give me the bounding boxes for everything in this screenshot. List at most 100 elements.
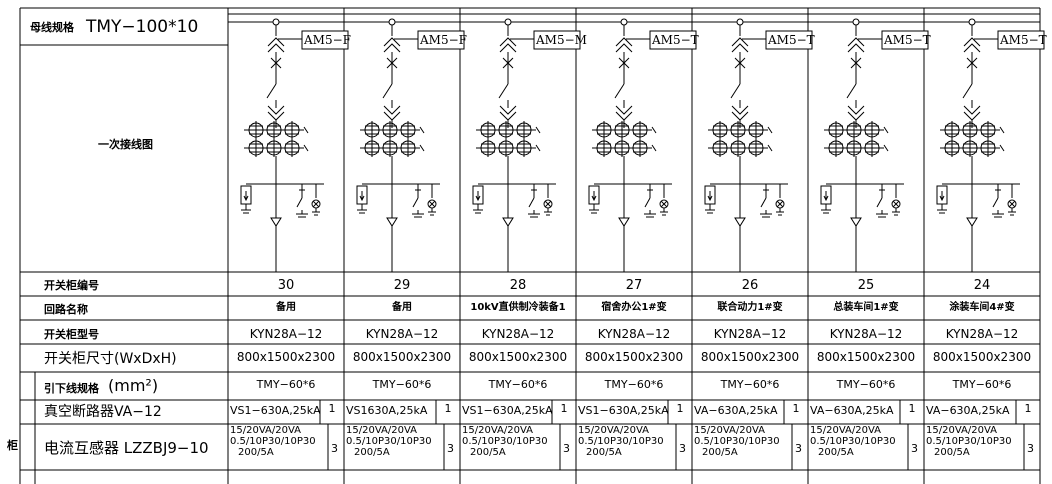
cabinet-no: 28 — [509, 278, 527, 293]
ct-spec-line: 200/5A — [238, 446, 274, 458]
cabinet-no: 26 — [741, 278, 759, 293]
breaker-qty: 1 — [444, 402, 452, 415]
cabinet-model: KYN28A−12 — [945, 327, 1019, 341]
ct-spec-line: 0.5/10P30/10P30 — [578, 435, 664, 447]
cabinet-size: 800x1500x2300 — [816, 350, 916, 364]
ct-spec-line: 200/5A — [702, 446, 738, 458]
ct-spec-line: 0.5/10P30/10P30 — [230, 435, 316, 447]
busbar-label: 母线规格 — [30, 21, 74, 34]
breaker-row-label: 真空断路器VA−12 — [44, 404, 162, 420]
lead-spec: TMY−60*6 — [604, 378, 664, 391]
panel-4-single-line-diagram — [588, 18, 697, 272]
cabinet-no: 29 — [393, 278, 411, 293]
lead-spec: TMY−60*6 — [720, 378, 780, 391]
breaker-model: VA−630A,25kA — [694, 404, 778, 417]
breaker-qty: 1 — [792, 402, 800, 415]
ct-spec-line: 15/20VA/20VA — [230, 425, 301, 436]
panel-3-single-line-diagram — [472, 18, 581, 272]
cabinet-size: 800x1500x2300 — [584, 350, 684, 364]
cabinet-size: 800x1500x2300 — [352, 350, 452, 364]
cabinet-no: 27 — [625, 278, 643, 293]
lead-spec: TMY−60*6 — [372, 378, 432, 391]
ct-spec-line: 15/20VA/20VA — [926, 425, 997, 436]
cabinet-model: KYN28A−12 — [249, 327, 323, 341]
ct-spec-line: 0.5/10P30/10P30 — [694, 435, 780, 447]
ct-spec-line: 200/5A — [586, 446, 622, 458]
panel-5-single-line-diagram — [704, 18, 813, 272]
ct-spec-line: 15/20VA/20VA — [578, 425, 649, 436]
breaker-model: VA−630A,25kA — [810, 404, 894, 417]
circuit-name: 涂装车间4#变 — [949, 302, 1015, 313]
cabinet-model: KYN28A−12 — [365, 327, 439, 341]
cabinet-size: 800x1500x2300 — [468, 350, 568, 364]
cabinet-model: KYN28A−12 — [481, 327, 555, 341]
ct-qty: 3 — [447, 442, 454, 455]
lead-spec: TMY−60*6 — [836, 378, 896, 391]
cabinet-model: KYN28A−12 — [597, 327, 671, 341]
cabinet-no: 25 — [857, 278, 875, 293]
busbar-value: TMY−100*10 — [86, 17, 199, 37]
panel-tag: AM5−T — [1000, 33, 1047, 47]
cabinet-no: 24 — [973, 278, 991, 293]
ct-qty: 3 — [331, 442, 338, 455]
cabinet-model: KYN28A−12 — [829, 327, 903, 341]
ct-spec-line: 0.5/10P30/10P30 — [926, 435, 1012, 447]
ct-spec-line: 200/5A — [354, 446, 390, 458]
ct-spec-line: 15/20VA/20VA — [810, 425, 881, 436]
breaker-model: VS1−630A,25kA — [578, 404, 669, 417]
ct-spec-line: 15/20VA/20VA — [694, 425, 765, 436]
ct-qty: 3 — [563, 442, 570, 455]
circuit-name-row-label: 回路名称 — [44, 303, 88, 316]
circuit-name: 备用 — [276, 302, 296, 313]
ct-spec-line: 200/5A — [818, 446, 854, 458]
ct-qty: 3 — [911, 442, 918, 455]
panel-tag: AM5−M — [536, 33, 587, 47]
lead-spec: TMY−60*6 — [256, 378, 316, 391]
breaker-model: VS1630A,25kA — [346, 404, 428, 417]
ct-spec-line: 200/5A — [470, 446, 506, 458]
breaker-model: VA−630A,25kA — [926, 404, 1010, 417]
cabinet-no: 30 — [277, 278, 295, 293]
lead-unit-label: (mm²) — [108, 376, 159, 395]
ct-qty: 3 — [1027, 442, 1034, 455]
ct-spec-line: 15/20VA/20VA — [346, 425, 417, 436]
breaker-qty: 1 — [908, 402, 916, 415]
circuit-name: 联合动力1#变 — [717, 302, 783, 313]
lead-spec-row-label: 引下线规格 — [44, 382, 99, 395]
cabinet-size: 800x1500x2300 — [700, 350, 800, 364]
breaker-model: VS1−630A,25kA — [230, 404, 321, 417]
cabinet-model-row-label: 开关柜型号 — [44, 328, 99, 341]
panel-tag: AM5−T — [652, 33, 699, 47]
panel-tag: AM5−T — [768, 33, 815, 47]
panel-7-single-line-diagram — [936, 18, 1045, 272]
ct-spec-line: 15/20VA/20VA — [462, 425, 533, 436]
panel-1-single-line-diagram — [240, 18, 349, 272]
ct-spec-line: 0.5/10P30/10P30 — [810, 435, 896, 447]
breaker-qty: 1 — [1024, 402, 1032, 415]
panel-2-single-line-diagram — [356, 18, 465, 272]
circuit-name: 总装车间1#变 — [833, 302, 899, 313]
ct-spec-line: 200/5A — [934, 446, 970, 458]
panel-6-single-line-diagram — [820, 18, 929, 272]
breaker-model: VS1−630A,25kA — [462, 404, 553, 417]
breaker-qty: 1 — [560, 402, 568, 415]
cabinet-size: 800x1500x2300 — [932, 350, 1032, 364]
cabinet-size: 800x1500x2300 — [236, 350, 336, 364]
panel-tag: AM5−T — [884, 33, 931, 47]
ct-qty: 3 — [795, 442, 802, 455]
ct-spec-line: 0.5/10P30/10P30 — [462, 435, 548, 447]
panel-tag: AM5−F — [304, 33, 351, 47]
ct-row-label: 电流互感器 LZZBJ9−10 — [44, 439, 209, 457]
lead-spec: TMY−60*6 — [488, 378, 548, 391]
panel-tag: AM5−F — [420, 33, 467, 47]
ct-spec-line: 0.5/10P30/10P30 — [346, 435, 432, 447]
